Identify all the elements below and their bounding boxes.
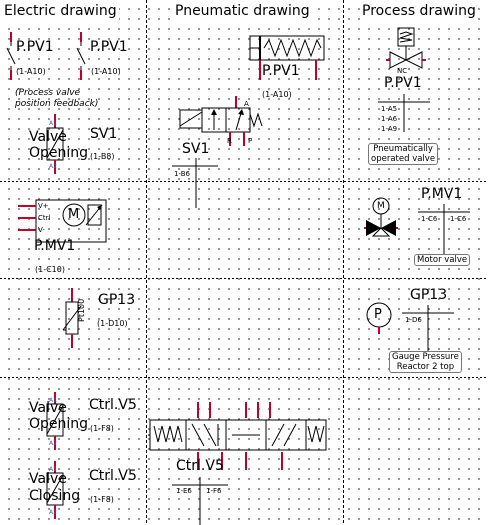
electric-sv1-ref: (1-B8) xyxy=(90,152,115,161)
pneumatic-port-a: A xyxy=(244,100,249,108)
process-pv1-tag-line2: operated valve xyxy=(371,154,436,164)
ctrlv5-opening-coil-symbol[interactable] xyxy=(43,392,73,454)
header-pneumatic-drawing: Pneumatic drawing xyxy=(173,2,312,20)
process-pv1-label: P.PV1 xyxy=(384,75,422,91)
ctrlv5-close-pin-a2: A2 xyxy=(49,509,57,516)
pv1-position-switch-left[interactable] xyxy=(4,32,18,84)
process-gp13-tag-line2: Reactor 2 top xyxy=(396,362,455,372)
electric-motor-ref: (1-C10) xyxy=(35,265,65,274)
process-mv1-xref-left: 1-C6 xyxy=(421,215,438,223)
ctrlv5-opening-text-line2: Opening xyxy=(29,416,89,432)
electric-pv1-right-ref: (1-A10) xyxy=(91,67,121,76)
electric-ctrlv5-open-label: Ctrl.V5 xyxy=(89,397,137,413)
pneumatic-cylinder-ref: (1-A10) xyxy=(262,90,292,99)
process-pv1-xref-2: 1-A6 xyxy=(381,115,398,123)
process-pv1-valve-symbol[interactable] xyxy=(386,26,426,86)
header-electric-drawing: Electric drawing xyxy=(2,2,119,20)
pneumatic-ctrlv5-xref-line xyxy=(172,477,228,525)
process-pv1-xref-3: 1-A9 xyxy=(381,125,398,133)
motor-terminal-ctrl: Ctrl xyxy=(38,214,51,222)
process-mv1-xref-line xyxy=(418,204,470,254)
process-mv1-label: P.MV1 xyxy=(421,186,463,202)
gp13-pt100-text: Pt100 xyxy=(77,298,86,322)
process-gp13-xref: 1-D6 xyxy=(405,316,422,324)
process-gp13-xref-line xyxy=(402,305,454,353)
ctrlv5-open-pin-a2: A2 xyxy=(49,440,57,447)
electric-ctrlv5-close-label: Ctrl.V5 xyxy=(89,468,137,484)
motor-actuator-symbol[interactable] xyxy=(14,192,110,250)
pneumatic-cylinder-symbol[interactable] xyxy=(248,30,328,86)
sv1-coil-symbol[interactable] xyxy=(43,114,73,178)
process-mv1-xref-right: 1-C6 xyxy=(450,215,467,223)
pneumatic-ctrlv5-label: Ctrl.V5 xyxy=(176,458,224,474)
pneumatic-ctrlv5-xref-left: 1-E6 xyxy=(176,487,192,495)
electric-ctrlv5-close-ref: (1-F8) xyxy=(90,495,114,504)
process-gp13-gauge-symbol[interactable] xyxy=(364,300,394,336)
ctrlv5-close-pin-a1: A1 xyxy=(49,466,57,473)
process-pv1-nc: NC xyxy=(397,67,408,75)
electric-pv1-right-label: P.PV1 xyxy=(90,39,128,55)
gp13-pt100-sensor-symbol[interactable] xyxy=(60,288,84,350)
electric-gp13-label: GP13 xyxy=(98,292,136,308)
pneumatic-ctrlv5-xref-right: 1-F6 xyxy=(206,487,222,495)
electric-motor-label: P.MV1 xyxy=(34,238,76,254)
pneumatic-sv1-label: SV1 xyxy=(182,141,210,157)
sv1-pin-a2: A2 xyxy=(49,163,57,170)
ctrlv5-closing-text-line2: Closing xyxy=(29,488,81,504)
process-gp13-tag-line1: Gauge Pressure xyxy=(392,352,459,362)
pv1-position-switch-right[interactable] xyxy=(74,32,88,84)
process-pv1-xref-line xyxy=(378,94,430,132)
header-process-drawing: Process drawing xyxy=(360,2,478,20)
process-mv1-tag: Motor valve xyxy=(414,254,471,266)
process-gp13-label: GP13 xyxy=(410,287,448,303)
pneumatic-sv1-valve-symbol[interactable] xyxy=(176,96,274,154)
ctrlv5-closing-text-line1: Valve xyxy=(29,471,67,487)
pneumatic-ctrlv5-valve-symbol[interactable] xyxy=(148,402,328,474)
pneumatic-sv1-xref-line xyxy=(172,158,218,208)
sv1-coil-text-line1: Valve xyxy=(29,129,67,145)
process-mv1-valve-symbol[interactable] xyxy=(364,196,398,250)
pneumatic-sv1-xref: 1-B6 xyxy=(174,170,190,178)
electric-ctrlv5-open-ref: (1-F8) xyxy=(90,424,114,433)
motor-m-letter: M xyxy=(68,207,80,222)
electric-pv1-left-ref: (1-A10) xyxy=(16,67,46,76)
ctrlv5-open-pin-a1: A1 xyxy=(49,397,57,404)
electric-gp13-ref: (1-D10) xyxy=(97,319,128,328)
ctrlv5-closing-coil-symbol[interactable] xyxy=(43,461,73,525)
electric-pv1-left-label: P.PV1 xyxy=(16,39,54,55)
pneumatic-port-p: P xyxy=(248,137,253,145)
sv1-coil-text-line2: Opening xyxy=(29,145,89,161)
process-gp13-letter: P xyxy=(374,307,382,322)
process-pv1-xref-1: 1-A5 xyxy=(381,105,398,113)
process-mv1-motor-letter: M xyxy=(377,201,385,211)
electric-sv1-label: SV1 xyxy=(90,126,118,142)
sv1-pin-a1: A1 xyxy=(49,120,57,127)
pneumatic-cylinder-label: P.PV1 xyxy=(262,63,300,79)
pneumatic-port-r: R xyxy=(227,137,232,145)
process-gp13-tag: Gauge Pressure Reactor 2 top xyxy=(389,351,462,373)
ctrlv5-opening-text-line1: Valve xyxy=(29,400,67,416)
motor-terminal-vminus: V- xyxy=(38,226,45,234)
motor-terminal-vplus: V+ xyxy=(38,202,49,210)
pv1-note-line2: position feedback) xyxy=(15,99,99,109)
process-pv1-tag-line1: Pneumatically xyxy=(373,144,433,154)
process-pv1-tag: Pneumatically operated valve xyxy=(368,143,439,165)
pv1-note-line1: (Process valve xyxy=(15,88,81,98)
